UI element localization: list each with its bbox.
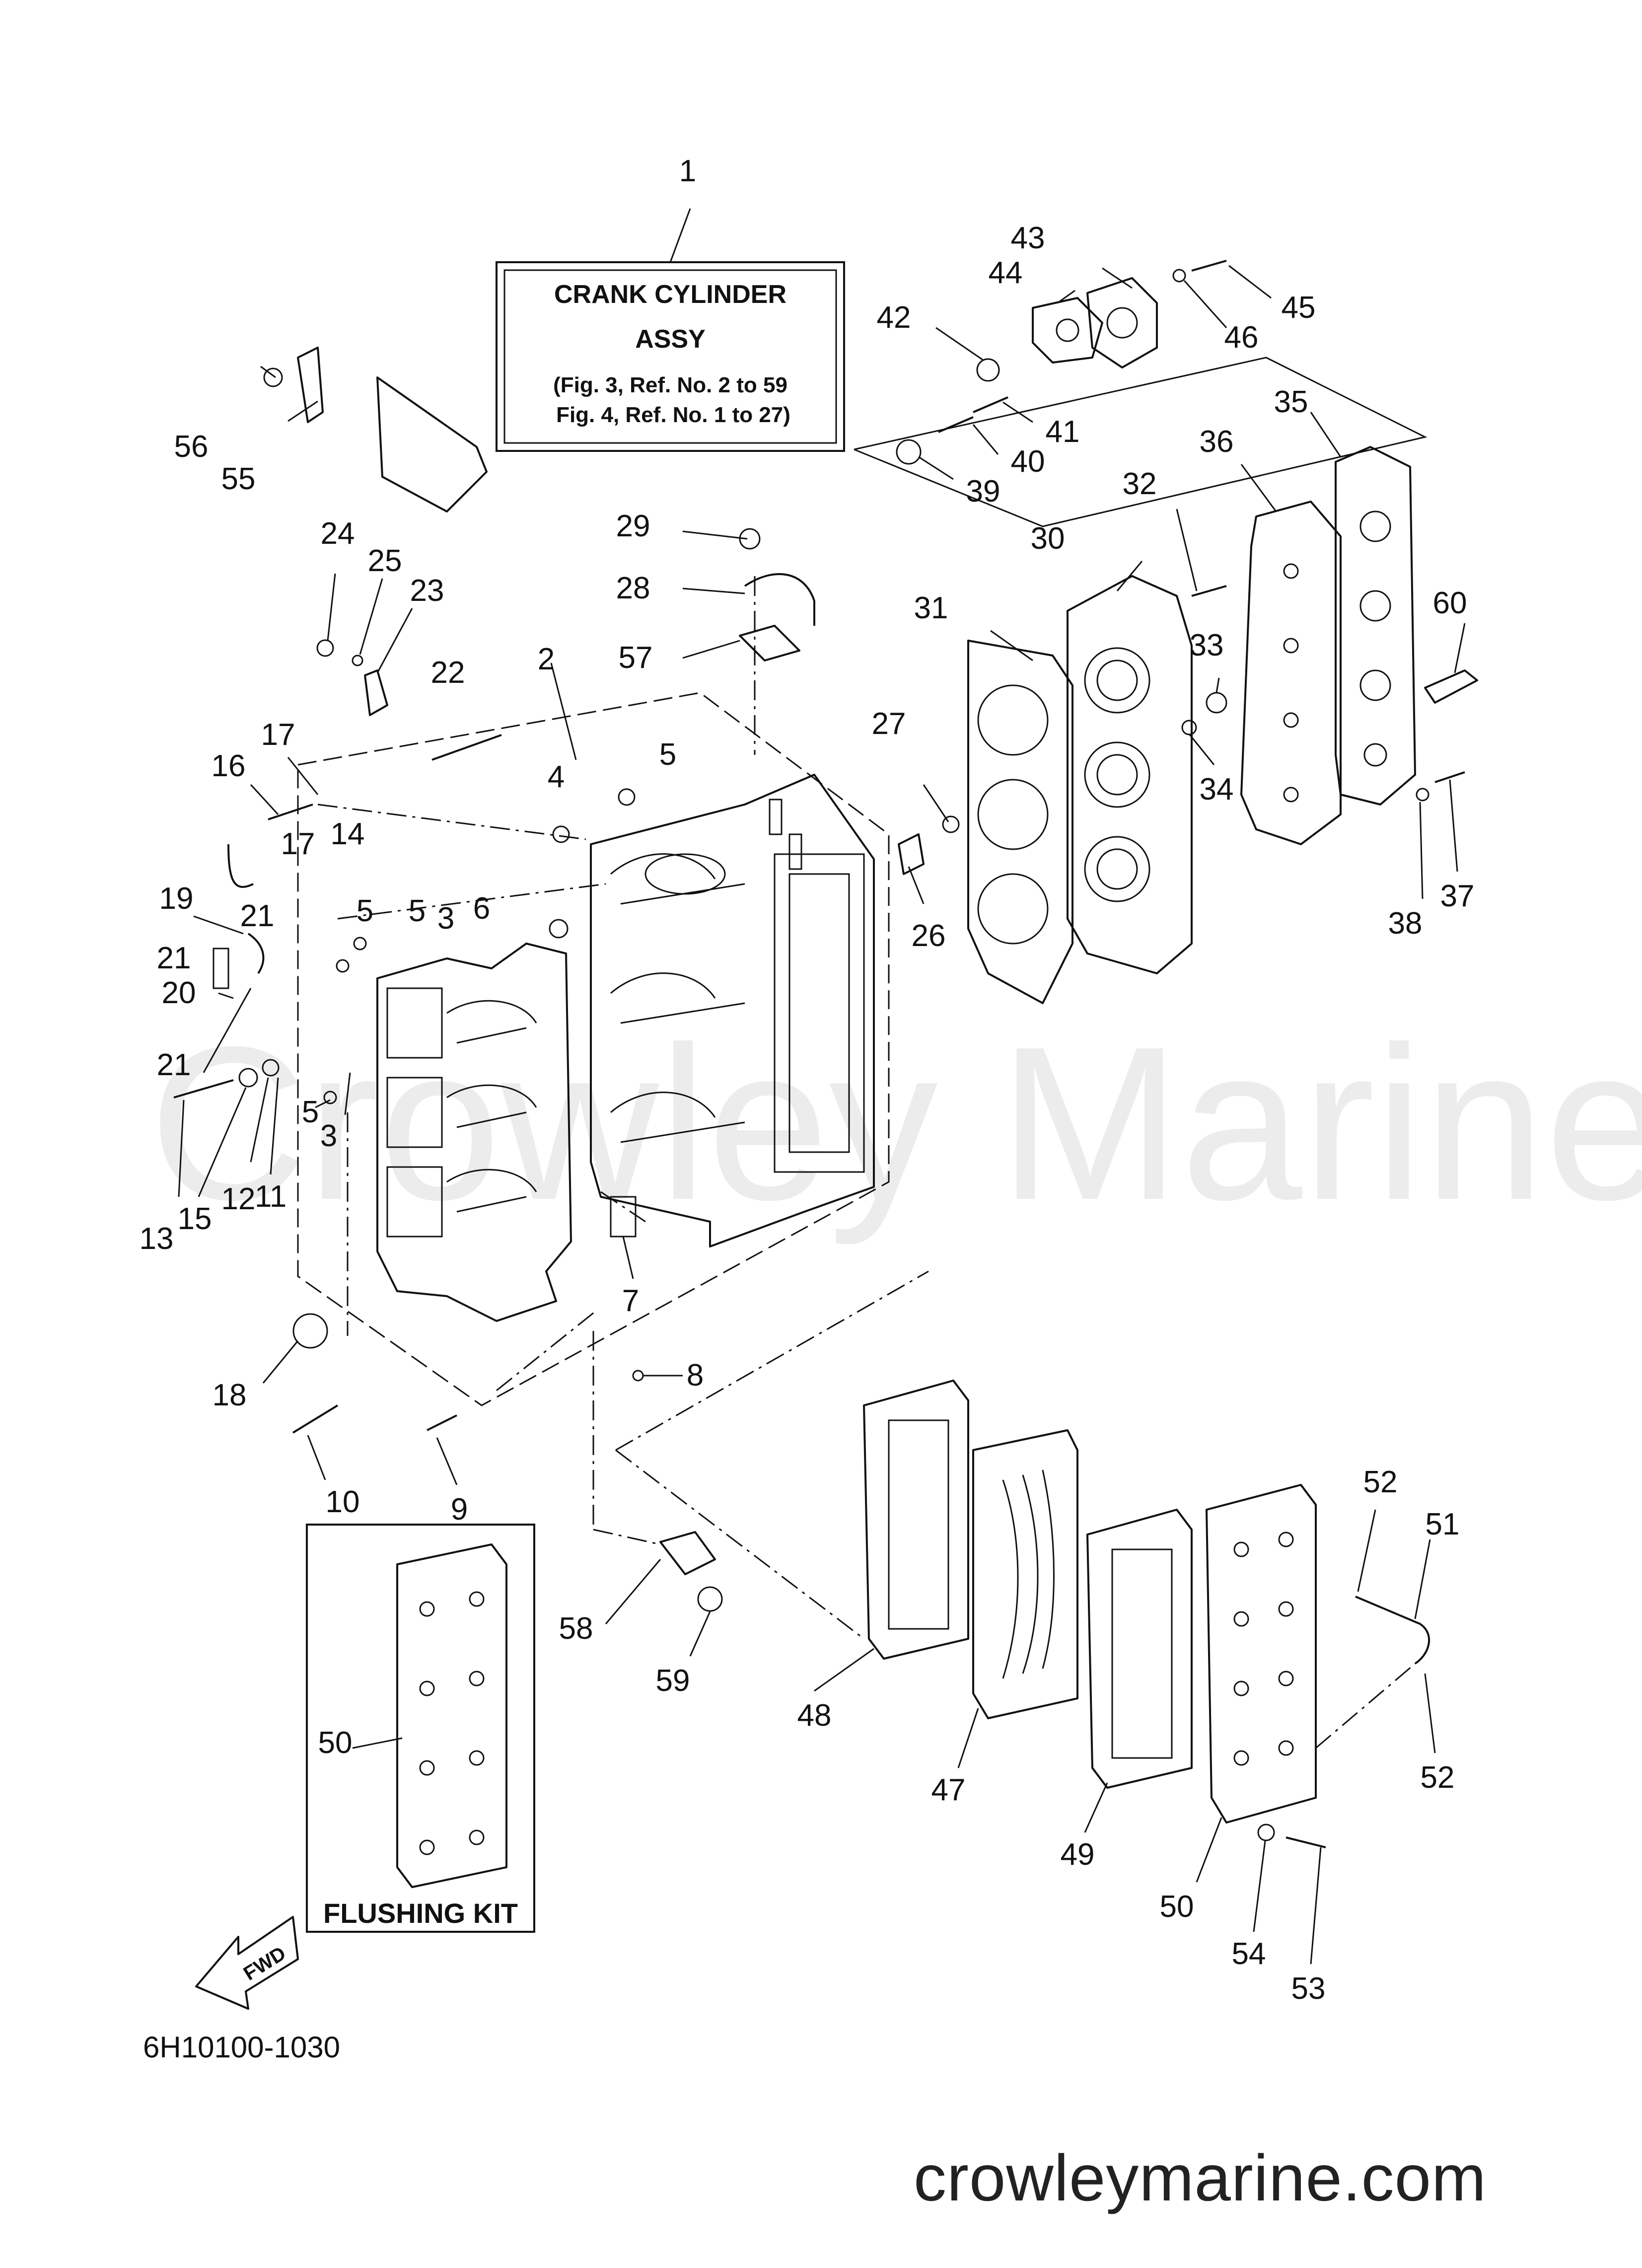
callout-44: 44 <box>989 256 1023 290</box>
callout-27: 27 <box>872 707 906 741</box>
callout-9: 9 <box>451 1492 468 1527</box>
watermark: Crowley Marine <box>149 1002 1642 1245</box>
callout-17b: 17 <box>281 827 315 861</box>
title-line-4: Fig. 4, Ref. No. 1 to 27) <box>556 403 790 427</box>
callout-52b: 52 <box>1421 1760 1455 1795</box>
callout-6: 6 <box>473 891 490 926</box>
exhaust-outer-cover <box>1206 1484 1317 1824</box>
callout-21: 21 <box>240 899 275 933</box>
callout-40: 40 <box>1011 444 1045 479</box>
callout-50b: 50 <box>318 1726 353 1760</box>
callout-59: 59 <box>656 1664 690 1698</box>
small-parts <box>173 260 1478 1848</box>
diagram-code: 6H10100-1030 <box>143 2031 341 2064</box>
callout-7: 7 <box>622 1284 639 1318</box>
callout-29: 29 <box>616 509 650 543</box>
callout-14: 14 <box>331 817 365 851</box>
callout-12: 12 <box>221 1182 256 1216</box>
callout-47: 47 <box>931 1773 966 1807</box>
callout-10: 10 <box>326 1485 360 1519</box>
callout-30: 30 <box>1031 521 1065 556</box>
exhaust-outer-gasket <box>1086 1509 1193 1789</box>
callout-18: 18 <box>213 1378 247 1412</box>
title-line-1: CRANK CYLINDER <box>554 280 786 309</box>
cylinder-head-gasket <box>967 640 1073 1004</box>
callout-55: 55 <box>221 462 256 496</box>
callout-41: 41 <box>1046 415 1080 449</box>
callout-53: 53 <box>1291 1972 1326 2006</box>
callout-5d: 5 <box>302 1095 319 1129</box>
head-cover-gasket <box>1240 501 1342 845</box>
callout-31: 31 <box>914 591 948 625</box>
title-box: CRANK CYLINDER ASSY (Fig. 3, Ref. No. 2 … <box>496 208 845 452</box>
callout-42: 42 <box>877 300 911 335</box>
callout-38: 38 <box>1388 906 1423 941</box>
callout-2: 2 <box>538 642 555 676</box>
callout-26: 26 <box>912 919 946 953</box>
title-line-3: (Fig. 3, Ref. No. 2 to 59 <box>553 373 787 397</box>
callout-23: 23 <box>410 574 444 608</box>
cylinder-head <box>1067 575 1193 974</box>
callout-46: 46 <box>1224 320 1259 355</box>
callout-4: 4 <box>548 760 565 794</box>
callout-17: 17 <box>261 718 295 752</box>
callout-8: 8 <box>687 1358 704 1392</box>
exhaust-inner-gasket <box>863 1380 969 1660</box>
callout-39: 39 <box>966 474 1000 509</box>
crank-cylinder-assy-boundary <box>297 692 890 1406</box>
callout-11: 11 <box>255 1179 286 1214</box>
callout-52: 52 <box>1363 1465 1398 1499</box>
crankcase <box>376 943 572 1322</box>
leader-lines <box>178 265 1466 1965</box>
callout-43: 43 <box>1011 221 1045 255</box>
callout-34: 34 <box>1200 772 1234 806</box>
callout-36: 36 <box>1200 425 1234 459</box>
callout-58: 58 <box>559 1611 593 1646</box>
callout-60: 60 <box>1433 586 1467 620</box>
callout-5: 5 <box>659 737 676 772</box>
forward-arrow: FWD <box>195 1916 299 2010</box>
callout-20: 20 <box>162 976 196 1010</box>
callout-21b: 21 <box>157 941 191 975</box>
part-number-callouts: 1 2 3 3 4 5 5 5 5 6 7 8 9 10 11 12 13 14… <box>140 154 1475 2006</box>
exhaust-inner-cover <box>972 1429 1078 1719</box>
flushing-kit-box: FLUSHING KIT <box>306 1524 535 1933</box>
title-line-2: ASSY <box>635 325 706 354</box>
callout-1: 1 <box>679 154 696 188</box>
callout-54: 54 <box>1232 1937 1266 1971</box>
callout-35: 35 <box>1274 385 1308 419</box>
callout-5b: 5 <box>357 894 373 928</box>
callout-25: 25 <box>368 544 402 578</box>
callout-13: 13 <box>140 1222 174 1256</box>
thermostat-cover <box>1032 277 1158 368</box>
callout-5c: 5 <box>409 894 426 928</box>
callout-56: 56 <box>174 430 209 464</box>
website-url[interactable]: crowleymarine.com <box>914 2141 1487 2214</box>
callout-48: 48 <box>797 1698 832 1733</box>
callout-21c: 21 <box>157 1048 191 1082</box>
callout-16: 16 <box>212 749 246 783</box>
callout-50: 50 <box>1160 1890 1194 1924</box>
head-cover <box>1335 446 1416 805</box>
callout-22: 22 <box>431 656 465 690</box>
callout-49: 49 <box>1061 1837 1095 1872</box>
callout-57: 57 <box>619 641 653 675</box>
callout-3b: 3 <box>320 1119 337 1153</box>
callout-37: 37 <box>1440 879 1475 913</box>
flushing-kit-label: FLUSHING KIT <box>323 1898 518 1929</box>
thermostat-group-bracket <box>854 357 1428 527</box>
callout-15: 15 <box>178 1202 212 1236</box>
callout-33: 33 <box>1190 628 1224 662</box>
callout-24: 24 <box>321 516 355 551</box>
callout-3: 3 <box>437 901 454 936</box>
callout-45: 45 <box>1282 291 1316 325</box>
callout-28: 28 <box>616 571 650 605</box>
callout-32: 32 <box>1123 467 1157 501</box>
callout-19: 19 <box>159 881 194 916</box>
callout-51: 51 <box>1426 1507 1460 1541</box>
cylinder-block <box>590 774 875 1247</box>
